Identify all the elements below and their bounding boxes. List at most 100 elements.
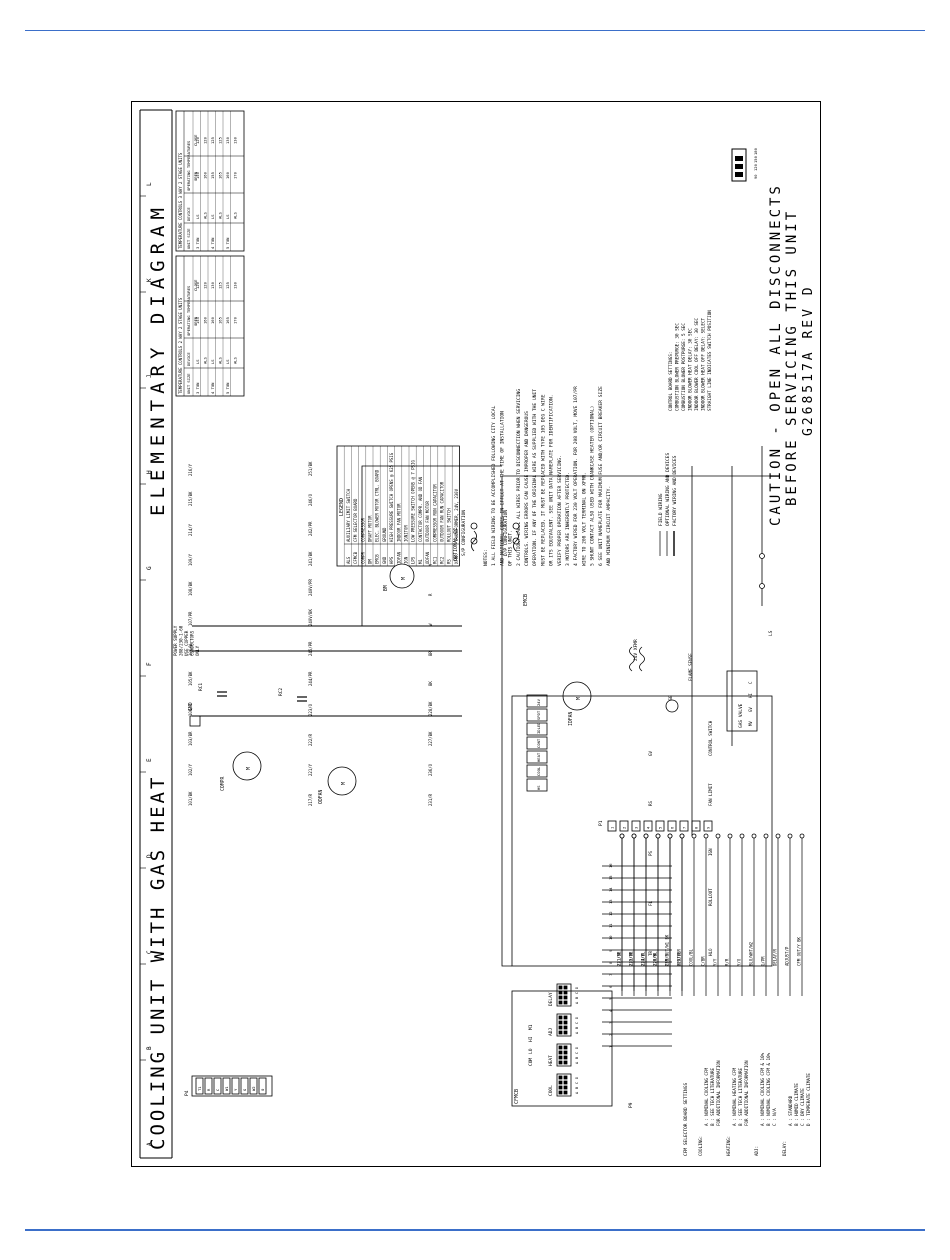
temp-table-cell: LS (210, 359, 215, 364)
relay-box (526, 778, 548, 792)
temp-table-cell: 170 (233, 316, 238, 324)
p9-terminal-label: 9 (608, 949, 613, 952)
p9-terminal-label: 2 (608, 1034, 613, 1036)
legend-desc: DRAFT MOTOR (368, 515, 373, 542)
cfmcb-terminal-label: LO (528, 1048, 534, 1054)
power-wire-label: 217/R (308, 793, 313, 806)
p9-terminal-label: 16 (608, 863, 613, 868)
p4-terminal-label: W1 (224, 1086, 229, 1091)
compressor-motor (232, 751, 262, 781)
temp-table-cell: ALS (233, 211, 238, 219)
control-wire-label: 231/BL (617, 951, 622, 966)
pin (563, 1030, 568, 1035)
legend-desc: TRANSFORMER, 24V, 230V (454, 488, 459, 542)
power-wire-label: 245/PR (308, 641, 313, 656)
control-wire-label: Y/O (737, 958, 742, 966)
p9-terminal-label: 3 (608, 1022, 613, 1024)
legend-desc: ROLLOUT SWITCH (447, 508, 452, 542)
temp-table-cell: ALS (218, 356, 223, 364)
cfm-selector-label: COOL (548, 1085, 554, 1096)
board-terminal-label: FAN LIMIT (708, 783, 713, 806)
cfm-setting-line: C : N/A (772, 1108, 777, 1126)
power-wire-label: 246/O (308, 493, 313, 506)
delay-option-label: 180 (753, 147, 758, 155)
emcb-label: EMCB (523, 594, 529, 606)
power-wire-label: 106/W (188, 643, 193, 656)
pin-letter: C (575, 992, 579, 994)
pin (558, 995, 563, 1000)
legend-code: COMPR (360, 551, 365, 564)
optional-cc-title: OPTIONAL CC (453, 528, 459, 561)
bm-label: BM (383, 585, 389, 591)
temp-table-header: DEVICE (186, 352, 191, 366)
pin (563, 1050, 568, 1055)
p4-terminal (249, 1077, 258, 1095)
gas-valve-label: GAS VALVE (738, 703, 744, 728)
legend-desc: OUTDOOR FAN MOTOR (425, 500, 430, 542)
caution-line2: BEFORE SERVICING THIS UNIT (784, 209, 800, 506)
note-line: CONTROLS. WIRING ERRORS CAN CAUSE IMPROP… (524, 411, 530, 566)
pin (558, 1080, 563, 1085)
wire-terminal (727, 833, 733, 839)
delay-option-label: 150 (753, 155, 758, 163)
board-terminal-label: HLO (708, 948, 713, 956)
legend-desc: OUTDOOR FAN RUN CAPACITOR (440, 481, 445, 542)
p4-terminal-label: R (206, 1088, 211, 1091)
temp-table-cell: ALS (218, 211, 223, 219)
legend-code: GND (382, 556, 387, 564)
board-terminal-label: CONTROL SWITCH (708, 720, 713, 756)
relay-box (526, 750, 548, 764)
wire-terminal (751, 833, 757, 839)
cfm-setting-line: COOLING: (698, 1136, 703, 1156)
note-line: 1 ALL FIELD WIRING TO BE ACCOMPLISHED FO… (491, 405, 497, 566)
legend-code: IGN (404, 556, 409, 564)
temp-table-cell: 125 (210, 137, 215, 144)
wire-terminal (787, 833, 793, 839)
temp-table-title: TEMPERATURE CONTROLS 3 WAY 2 STAGE UNITS (178, 152, 183, 249)
temp-table-header: OPERATING TEMPERATURES (186, 285, 191, 336)
p4-terminal-label: W2 (251, 1086, 256, 1091)
temp-table-title: TEMPERATURE CONTROLS 2 WAY 2 STAGE UNITS (178, 297, 183, 394)
temp-table (175, 255, 245, 397)
power-wire-label: 104/R (188, 703, 193, 716)
temp-table-cell: 3 TON (195, 237, 200, 249)
p4-terminal (213, 1077, 222, 1095)
odfan-label: ODFAN (318, 789, 324, 804)
wire-terminal (799, 833, 805, 839)
board-terminal-label: IGN (708, 848, 713, 856)
p9-label: P9 (628, 1102, 634, 1108)
power-wire-label: 109/Y (188, 553, 193, 566)
wiring-key-label: FIELD WIRING (658, 493, 664, 526)
note-line: OPERATION. IF ANY OF THE ORIGINAL WIRE A… (532, 389, 538, 566)
column-ticks (140, 195, 146, 1061)
cfm-setting-line: A : STANDARD (788, 1095, 793, 1126)
cfm-setting-line: B : SEE TECH LITERATURE (710, 1068, 715, 1126)
wiring-key-label: OPTIONAL WIRING AND DEVICES (665, 453, 671, 526)
cfm-setting-line: C : DRY CLIMATE (800, 1088, 805, 1126)
cfm-setting-line: B : HUMID CLIMATE (794, 1083, 799, 1126)
pin-letter: B (575, 1057, 579, 1059)
temp-table-cell: 130 (233, 136, 238, 144)
column-letter: G (146, 566, 153, 570)
power-wire-label: 251/BK (308, 461, 313, 476)
note-line: 5 SHUNT CONTACT ALSO USED WITH CRANKCASE… (590, 406, 596, 566)
cfm-setting-line: A : NOMINAL COOLING CFM (704, 1068, 709, 1126)
temp-table-cell: 155 (210, 172, 215, 179)
gas-valve (726, 670, 758, 732)
pin-letter: C (575, 1052, 579, 1054)
control-wire-label: CFM OUT/W1 BK (665, 934, 670, 966)
wire-terminal (667, 833, 673, 839)
legend-code: EMCB (375, 554, 380, 564)
power-supply-line: 208/230-1-60 (179, 625, 184, 656)
cfmcb-terminal-label: M1 (528, 1024, 534, 1030)
board-terminal-label: RS (648, 800, 653, 806)
control-setting-line: INDOOR BLOWER COOL OFF DELAY: 30 SEC (694, 317, 700, 411)
pin (558, 990, 563, 995)
power-wire-label: 236/O (428, 763, 433, 776)
wire-terminal (703, 833, 709, 839)
control-wire-label: 233/R (665, 953, 670, 966)
power-wire-label: 216/Y (188, 463, 193, 476)
cfmcb-terminal-label: HI (528, 1036, 534, 1042)
